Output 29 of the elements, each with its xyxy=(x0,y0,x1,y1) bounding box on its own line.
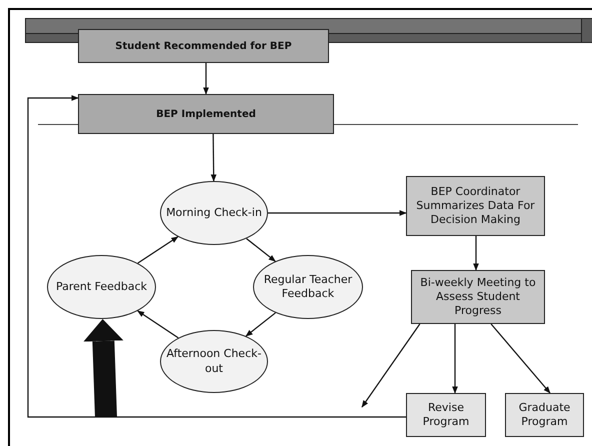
arrow xyxy=(27,95,406,418)
arrow xyxy=(473,236,479,271)
block-arrow xyxy=(83,319,124,418)
arrow xyxy=(246,238,276,262)
node-text: BEP Coordinator Summarizes Data For Decision Making xyxy=(415,184,536,228)
node-text: Graduate Program xyxy=(518,400,572,430)
node-text: Bi-weekly Meeting to Assess Student Progress xyxy=(419,276,537,318)
arrow xyxy=(137,236,178,264)
node-text: Morning Check-in xyxy=(166,206,262,220)
node-text: Revise Program xyxy=(422,400,470,430)
process-box xyxy=(411,270,545,324)
arrow xyxy=(268,210,407,216)
process-box xyxy=(505,393,584,437)
arrow xyxy=(203,63,209,95)
node-text: Regular Teacher Feedback xyxy=(262,272,354,302)
arrow xyxy=(210,134,216,182)
process-box xyxy=(78,94,334,134)
process-box xyxy=(406,393,486,437)
arrow xyxy=(452,324,458,394)
arrow xyxy=(490,324,550,394)
process-box xyxy=(406,176,545,236)
node-text: Afternoon Check-out xyxy=(166,347,262,376)
node-text: Parent Feedback xyxy=(56,280,148,294)
node-text: BEP Implemented xyxy=(156,108,256,120)
arrow xyxy=(362,324,420,408)
node-text: Student Recommended for BEP xyxy=(115,40,292,52)
process-box xyxy=(78,29,329,63)
arrow xyxy=(137,310,179,338)
arrow xyxy=(245,312,276,337)
